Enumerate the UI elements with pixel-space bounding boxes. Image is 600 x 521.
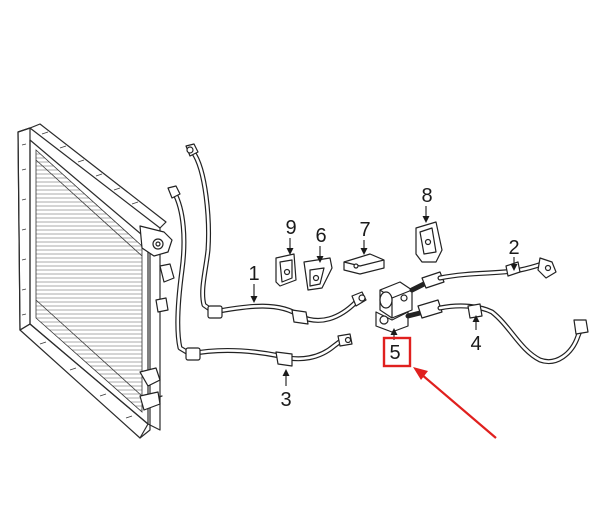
callout-8: 8 bbox=[421, 185, 432, 207]
callout-3: 3 bbox=[280, 389, 291, 411]
highlight-arrow-head bbox=[413, 367, 428, 380]
callout-4: 4 bbox=[470, 333, 481, 355]
cooler-line-lower-vertical bbox=[167, 185, 193, 357]
highlight-annotation bbox=[382, 336, 497, 439]
bracket-part-8 bbox=[415, 221, 443, 263]
bracket-part-7 bbox=[343, 253, 385, 275]
bracket-part-9 bbox=[275, 253, 297, 287]
cooler-line-part-1 bbox=[207, 291, 367, 325]
highlight-box bbox=[382, 336, 412, 368]
callout-7: 7 bbox=[359, 219, 370, 241]
thermostat-valve bbox=[375, 281, 413, 333]
cooler-line-part-4 bbox=[405, 299, 589, 364]
cooler-line-part-2 bbox=[409, 257, 557, 293]
callout-6: 6 bbox=[315, 225, 326, 247]
highlight-arrow-line bbox=[420, 373, 497, 439]
callout-1: 1 bbox=[248, 263, 259, 285]
radiator bbox=[17, 123, 175, 439]
callout-2: 2 bbox=[508, 237, 519, 259]
bracket-part-6 bbox=[303, 257, 333, 291]
callout-leaders bbox=[250, 206, 518, 386]
cooler-line-part-3 bbox=[185, 333, 353, 367]
cooler-line-upper bbox=[185, 143, 217, 315]
callout-9: 9 bbox=[285, 217, 296, 239]
callout-5: 5 bbox=[389, 342, 400, 364]
